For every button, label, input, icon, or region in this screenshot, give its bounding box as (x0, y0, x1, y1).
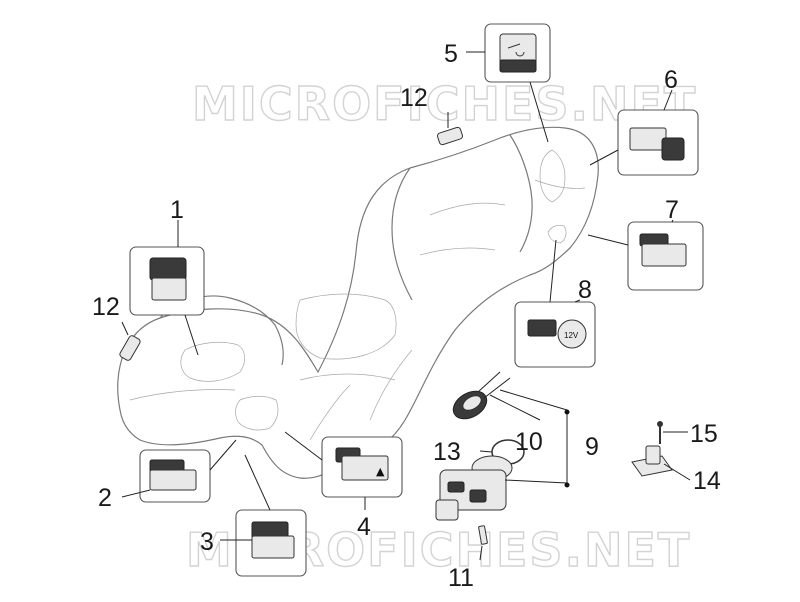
handlebar-body-outline (117, 126, 599, 479)
callout-4: 4 (357, 513, 371, 541)
callout-5: 5 (444, 40, 458, 68)
part-9-ignition-lock (435, 409, 570, 521)
callout-12-left: 12 (92, 293, 120, 321)
callout-11: 11 (448, 564, 474, 592)
callout-6: 6 (664, 66, 678, 94)
watermark-top: MICROFICHES.NET (192, 77, 697, 131)
part-12-left-connector (119, 321, 141, 361)
callout-2: 2 (98, 484, 112, 512)
callout-3: 3 (200, 528, 214, 556)
callout-14: 14 (693, 467, 721, 495)
part-1-switch (129, 220, 205, 356)
callout-1: 1 (170, 196, 184, 224)
callout-8: 8 (578, 276, 592, 304)
part-6-switch (589, 89, 699, 176)
callout-12-top: 12 (400, 84, 428, 112)
part-12-top-connector (437, 112, 463, 146)
callout-15: 15 (690, 420, 718, 448)
part-11-screw (478, 525, 488, 561)
part-7-switch (587, 219, 704, 291)
part-2-switch (121, 439, 237, 503)
part-4-hazard-switch: ▲ (284, 431, 403, 510)
hazard-triangle-icon: ▲ (376, 465, 385, 478)
callout-9: 9 (585, 433, 599, 461)
part-14-bracket (631, 445, 691, 481)
part-10-keys (452, 371, 568, 421)
callout-7: 7 (665, 196, 679, 224)
part-15-screw (657, 421, 688, 444)
part-8-power-socket: 12V (514, 239, 596, 368)
socket-cap-label: 12V (564, 331, 579, 340)
part-3-switch (220, 454, 307, 577)
callout-10: 10 (515, 428, 543, 456)
part-5-switch (466, 23, 551, 143)
callout-13: 13 (433, 438, 461, 466)
